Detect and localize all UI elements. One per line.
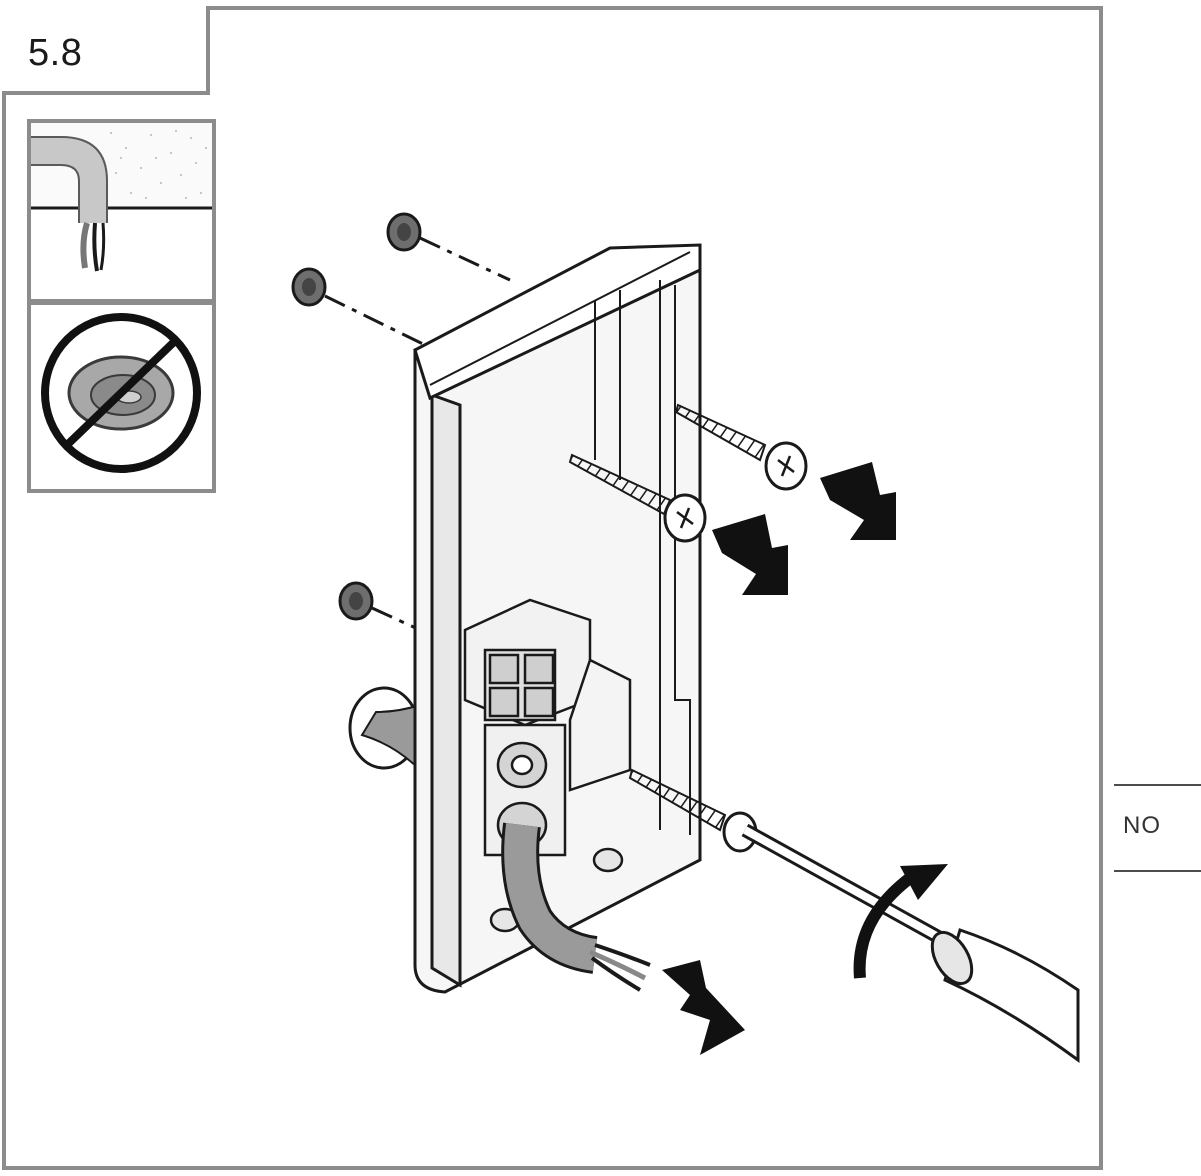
wall-plug-icon (338, 581, 374, 621)
step-number: 5.8 (28, 32, 83, 74)
cable (501, 822, 651, 992)
direction-arrow-icon (820, 462, 896, 540)
screw-icon (628, 768, 758, 853)
step-number-box: 5.8 (2, 6, 210, 95)
no-sealing-compound-icon (41, 313, 201, 473)
screw-icon (568, 453, 707, 543)
language-tab: NO (1114, 784, 1201, 872)
prohibited-inset (27, 301, 216, 493)
cable-entry-inset (27, 119, 216, 303)
cable-through-wall-icon (31, 123, 212, 272)
direction-arrow-icon (662, 960, 745, 1055)
language-label: NO (1123, 812, 1161, 839)
screwdriver-icon (741, 823, 1080, 1063)
rotation-arrow-icon (853, 873, 914, 979)
wall-plug-icon (291, 267, 327, 307)
direction-arrow-icon (712, 514, 788, 595)
screw-icon (674, 403, 808, 491)
wall-plug-icon (386, 212, 422, 252)
diagram-frame (2, 6, 1103, 1170)
